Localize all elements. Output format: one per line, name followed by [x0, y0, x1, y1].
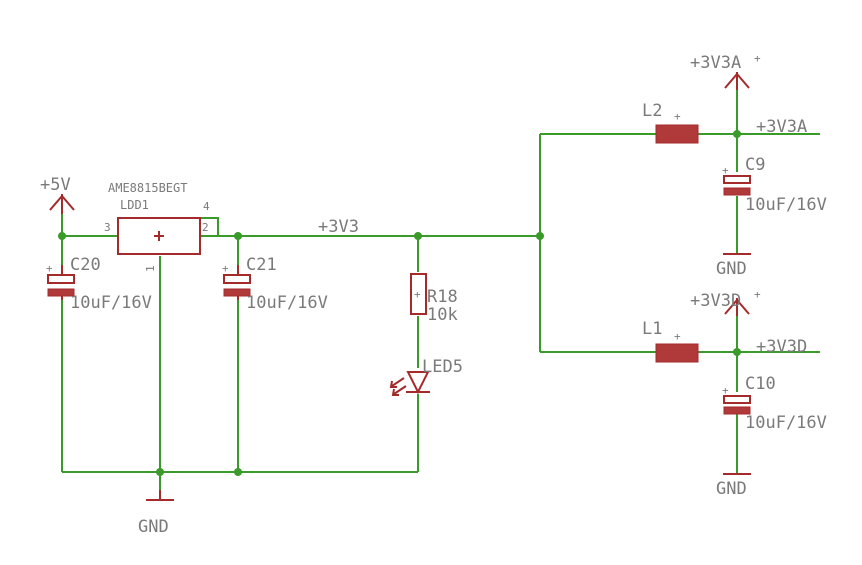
- net-label-gnd: GND: [138, 517, 169, 537]
- supply-arrow-icon: [724, 72, 750, 89]
- net-label-3v3: +3V3: [318, 217, 359, 237]
- net-label-gnd: GND: [716, 259, 747, 279]
- polarity-plus-icon: +: [674, 110, 681, 123]
- junction-dot: [234, 232, 242, 240]
- capacitor-value: 10uF/16V: [246, 293, 328, 313]
- supply-3v3d: +3V3D +: [690, 288, 761, 316]
- junction-dot: [733, 348, 741, 356]
- polarity-plus-icon: +: [754, 288, 761, 301]
- junction-dot: [733, 130, 741, 138]
- polarity-plus-icon: +: [722, 384, 729, 397]
- resistor-value: 10k: [427, 305, 458, 325]
- resistor-ref: R18: [427, 287, 458, 307]
- ground-main: GND: [138, 490, 174, 537]
- capacitor-value: 10uF/16V: [745, 413, 827, 433]
- inductor-ref: L1: [642, 319, 662, 339]
- net-label-3v3d-supply: +3V3D: [690, 291, 741, 311]
- polarity-plus-icon: +: [754, 52, 761, 65]
- led-triangle: [406, 371, 430, 395]
- capacitor-plate-positive: [223, 274, 251, 284]
- junction-dot: [536, 232, 544, 240]
- ground-c10: GND: [716, 473, 751, 499]
- pin-number-3: 3: [104, 221, 111, 234]
- inductor-body: [655, 343, 699, 363]
- capacitor-c9: + C9 10uF/16V: [722, 155, 827, 215]
- net-label-gnd: GND: [716, 479, 747, 499]
- resistor-r18: + R18 10k: [410, 273, 458, 325]
- junction-dot: [234, 468, 242, 476]
- capacitor-ref: C9: [745, 155, 765, 175]
- capacitor-ref: C21: [246, 255, 277, 275]
- inductor-l1: L1 +: [642, 319, 699, 363]
- inductor-l2: L2 +: [642, 101, 699, 144]
- polarity-plus-icon: +: [46, 262, 53, 275]
- inductor-ref: L2: [642, 101, 662, 121]
- polarity-plus-icon: +: [674, 330, 681, 343]
- capacitor-plate-negative: [723, 406, 751, 415]
- capacitor-plate-negative: [723, 187, 751, 196]
- capacitor-plate-positive: [47, 274, 75, 284]
- capacitor-plate-positive: [723, 395, 751, 404]
- regulator-ref: LDD1: [120, 198, 149, 212]
- pin-number-1: 1: [144, 265, 157, 272]
- resistor-body: [410, 273, 427, 315]
- capacitor-c20: + C20 10uF/16V: [46, 255, 152, 313]
- supply-3v3a: +3V3A +: [690, 52, 761, 90]
- polarity-plus-icon: +: [722, 164, 729, 177]
- capacitor-c21: + C21 10uF/16V: [222, 255, 328, 313]
- regulator-body: [117, 217, 201, 255]
- junction-dot: [156, 468, 164, 476]
- supply-arrow-icon: [724, 298, 750, 315]
- wires: [61, 88, 820, 500]
- net-label-3v3d: +3V3D: [756, 337, 807, 357]
- capacitor-ref: C20: [70, 255, 101, 275]
- net-label-3v3a-supply: +3V3A: [690, 53, 741, 73]
- pin-number-2: 2: [202, 221, 209, 234]
- origin-cross-icon: +: [414, 288, 421, 301]
- ground-c9: GND: [716, 253, 751, 279]
- capacitor-value: 10uF/16V: [745, 195, 827, 215]
- junction-dot: [414, 232, 422, 240]
- junctions: [58, 130, 741, 476]
- led-ref: LED5: [422, 357, 463, 377]
- wire-tab-pin4: [200, 217, 219, 236]
- capacitor-c10: + C10 10uF/16V: [722, 374, 827, 433]
- net-label-5v: +5V: [40, 175, 71, 195]
- capacitor-plate-positive: [723, 175, 751, 184]
- junction-dot: [58, 232, 66, 240]
- regulator-ldd1: AME8815BEGT LDD1 3 2 4 1: [104, 181, 210, 272]
- light-emission-icon: [389, 377, 407, 396]
- polarity-plus-icon: +: [222, 262, 229, 275]
- supply-5v: +5V: [40, 175, 75, 214]
- pin-number-4: 4: [203, 200, 210, 213]
- capacitor-ref: C10: [745, 374, 776, 394]
- led-led5: LED5: [389, 357, 463, 396]
- supply-arrow-icon: [49, 194, 75, 211]
- inductor-body: [655, 124, 699, 144]
- regulator-name: AME8815BEGT: [108, 181, 187, 195]
- net-label-3v3a: +3V3A: [756, 117, 807, 137]
- capacitor-value: 10uF/16V: [70, 293, 152, 313]
